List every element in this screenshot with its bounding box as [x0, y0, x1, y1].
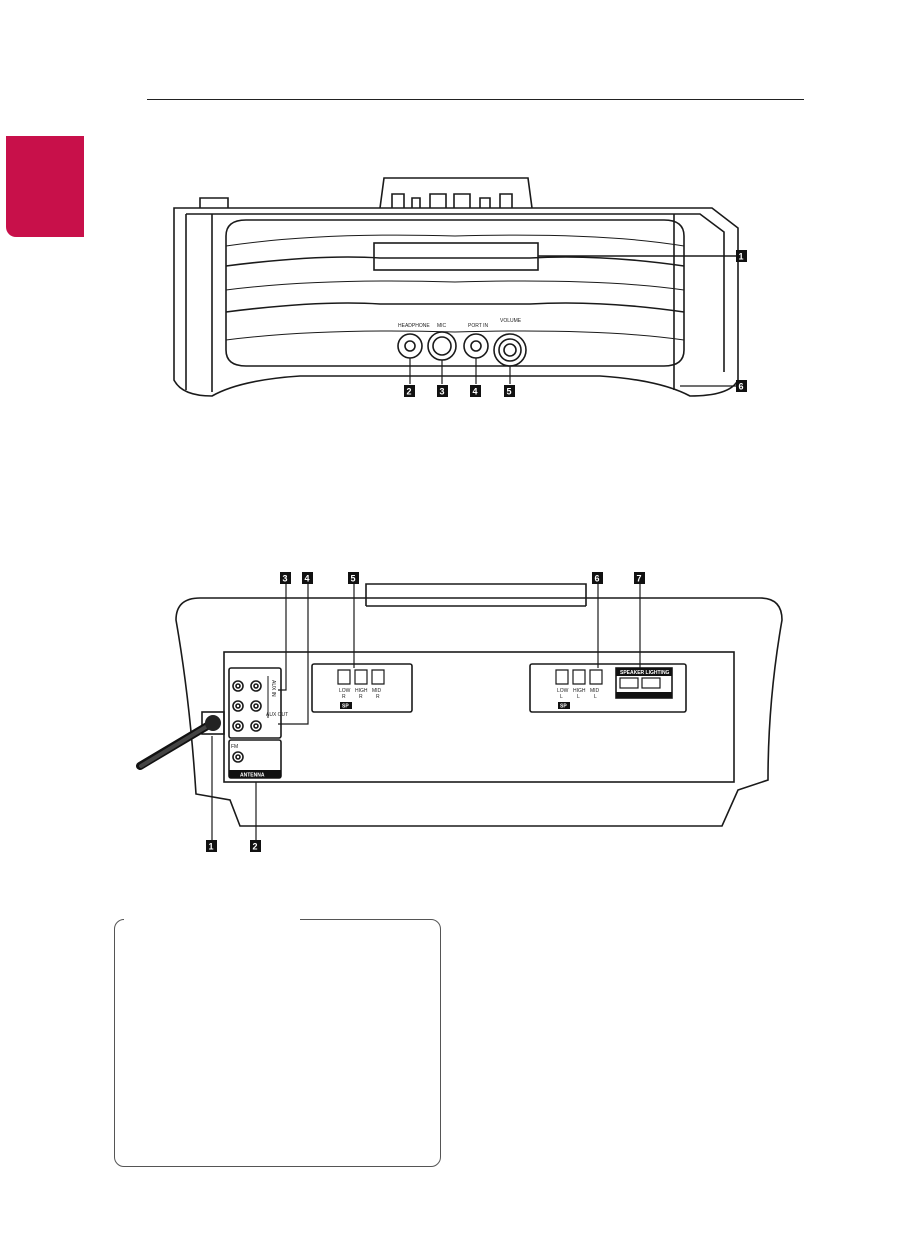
speaker-l-mid: MID: [590, 688, 600, 694]
fm-label: FM: [231, 744, 238, 750]
jack-label-volume: VOLUME: [500, 318, 522, 324]
speaker-l-ch1: L: [560, 694, 563, 700]
antenna-label: ANTENNA: [240, 773, 265, 779]
rear-callouts: 3 4 5 6 7 1 2: [206, 572, 645, 852]
rear-callout-1: 1: [209, 842, 214, 852]
speaker-l-ch2: L: [577, 694, 580, 700]
speaker-r-tag: SP: [342, 704, 349, 710]
front-callout-5: 5: [507, 387, 512, 397]
front-callout-4: 4: [473, 387, 478, 397]
header-rule: [147, 99, 804, 100]
rear-callout-5: 5: [351, 574, 356, 584]
speaker-l-ch3: L: [594, 694, 597, 700]
speaker-l-high: HIGH: [573, 688, 586, 694]
front-callout-6: 6: [739, 382, 744, 392]
speaker-l-low: LOW: [557, 688, 569, 694]
speaker-r-low: LOW: [339, 688, 351, 694]
rear-callout-4: 4: [305, 574, 310, 584]
front-callout-1: 1: [739, 252, 744, 262]
speaker-r-ch2: R: [359, 694, 363, 700]
aux-in-label: AUX IN: [270, 680, 276, 697]
section-tab: [6, 136, 84, 237]
speaker-r-mid: MID: [372, 688, 382, 694]
aux-out-label: AUX OUT: [266, 712, 288, 718]
speaker-r-high: HIGH: [355, 688, 368, 694]
rear-callout-3: 3: [283, 574, 288, 584]
rear-callout-6: 6: [595, 574, 600, 584]
front-callouts: 1 2 3 4 5 6: [404, 250, 747, 397]
speaker-r-ch3: R: [376, 694, 380, 700]
jack-label-port-in: PORT IN: [468, 323, 488, 329]
rear-callout-2: 2: [253, 842, 258, 852]
front-callout-3: 3: [440, 387, 445, 397]
front-callout-2: 2: [407, 387, 412, 397]
speaker-r-ch1: R: [342, 694, 346, 700]
rear-callout-7: 7: [637, 574, 642, 584]
jack-label-headphone: HEADPHONE: [398, 323, 430, 329]
note-title-gap: [124, 914, 300, 924]
note-box: [114, 919, 441, 1167]
lighting-label: SPEAKER LIGHTING: [620, 670, 670, 676]
speaker-l-tag: SP: [560, 704, 567, 710]
jack-label-mic: MIC: [437, 323, 447, 329]
